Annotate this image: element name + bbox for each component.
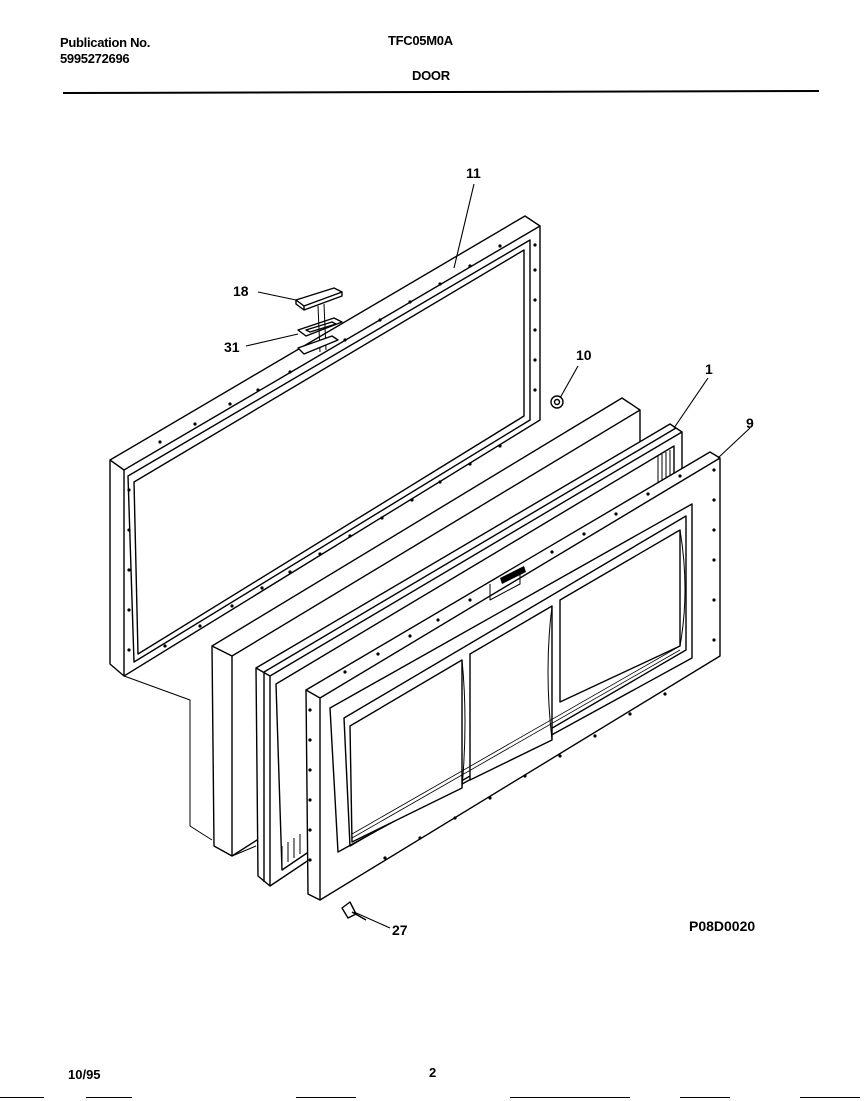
bottom-mark xyxy=(86,1097,132,1098)
bottom-mark xyxy=(296,1097,356,1098)
drawing-number: P08D0020 xyxy=(689,918,756,934)
callout-31: 31 xyxy=(224,339,240,355)
page-number: 2 xyxy=(429,1065,437,1080)
bottom-mark xyxy=(0,1097,44,1098)
bottom-mark xyxy=(800,1097,860,1098)
callout-10: 10 xyxy=(576,347,592,363)
callout-18: 18 xyxy=(233,283,249,299)
part-11-door-liner xyxy=(109,215,541,677)
bottom-mark xyxy=(510,1097,630,1098)
part-10-plug xyxy=(550,395,564,409)
bottom-mark xyxy=(680,1097,730,1098)
publication-label: Publication No. xyxy=(60,35,151,50)
part-27-screw xyxy=(341,901,367,921)
leader-lines xyxy=(245,183,751,929)
model-number: TFC05M0A xyxy=(388,33,453,48)
callout-1: 1 xyxy=(705,361,713,377)
publication-number: 5995272696 xyxy=(60,51,130,66)
part-31-handle-gasket xyxy=(297,317,343,337)
part-18-handle xyxy=(295,287,343,311)
callout-27: 27 xyxy=(392,922,408,938)
callout-9: 9 xyxy=(746,415,754,431)
footer-date: 10/95 xyxy=(68,1067,101,1082)
part-9-outer-door-frame xyxy=(305,451,721,901)
callout-11: 11 xyxy=(466,165,481,181)
section-title: DOOR xyxy=(412,68,450,83)
